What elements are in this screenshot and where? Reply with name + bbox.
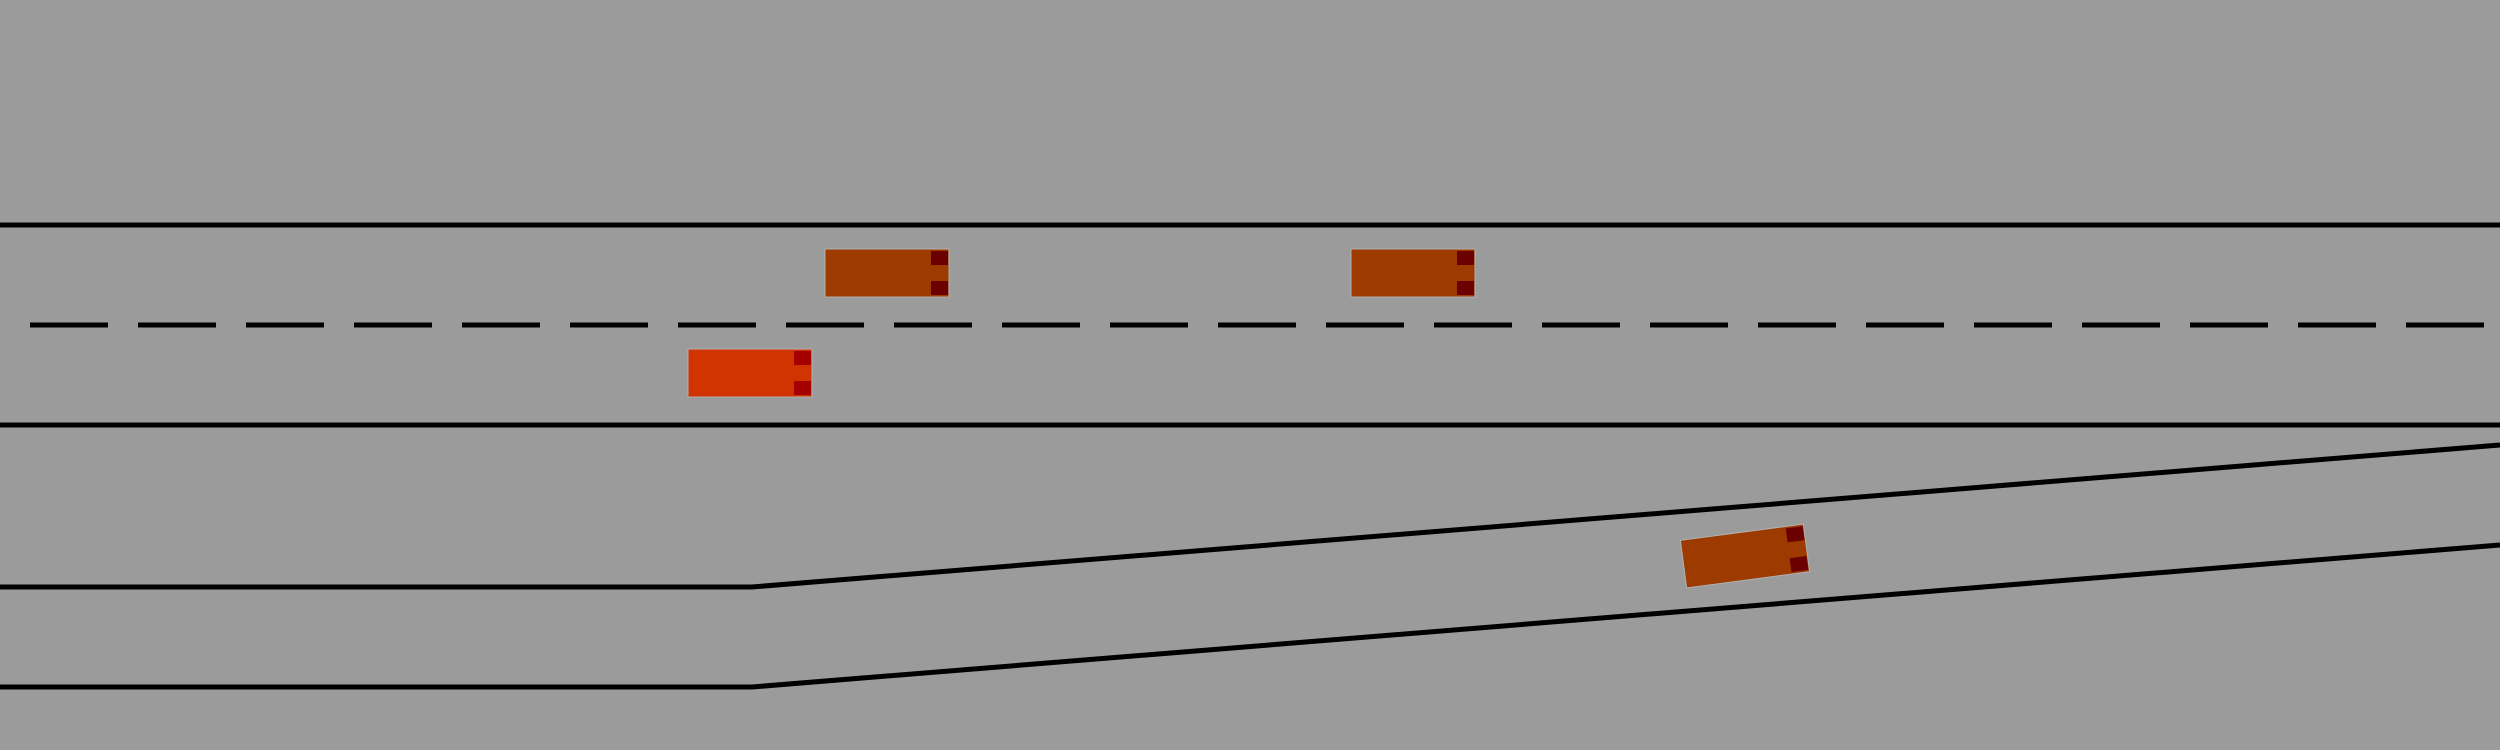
vehicle-ego-body bbox=[687, 348, 813, 398]
on-ramp-bottom-edge bbox=[0, 542, 2500, 690]
vehicle-other-1 bbox=[824, 248, 950, 298]
vehicle-other-2-body bbox=[1350, 248, 1476, 298]
vehicle-other-3-headlight-right bbox=[1789, 555, 1809, 573]
road-markings bbox=[0, 222, 2500, 690]
vehicle-other-3-headlight-left bbox=[1785, 526, 1805, 543]
vehicle-other-1-body bbox=[824, 248, 950, 298]
vehicle-ego-headlight-left bbox=[794, 351, 811, 365]
vehicle-other-1-headlight-right bbox=[931, 281, 948, 295]
on-ramp-top-edge bbox=[0, 442, 2500, 590]
vehicle-other-1-headlight-left bbox=[931, 251, 948, 265]
vehicle-other-3-body bbox=[1679, 523, 1811, 589]
vehicle-ego bbox=[687, 348, 813, 398]
vehicle-other-2-headlight-left bbox=[1457, 251, 1474, 265]
vehicle-other-2-headlight-right bbox=[1457, 281, 1474, 295]
vehicles bbox=[687, 248, 1811, 589]
vehicle-other-2 bbox=[1350, 248, 1476, 298]
vehicle-other-3 bbox=[1679, 523, 1811, 589]
vehicle-ego-headlight-right bbox=[794, 381, 811, 395]
